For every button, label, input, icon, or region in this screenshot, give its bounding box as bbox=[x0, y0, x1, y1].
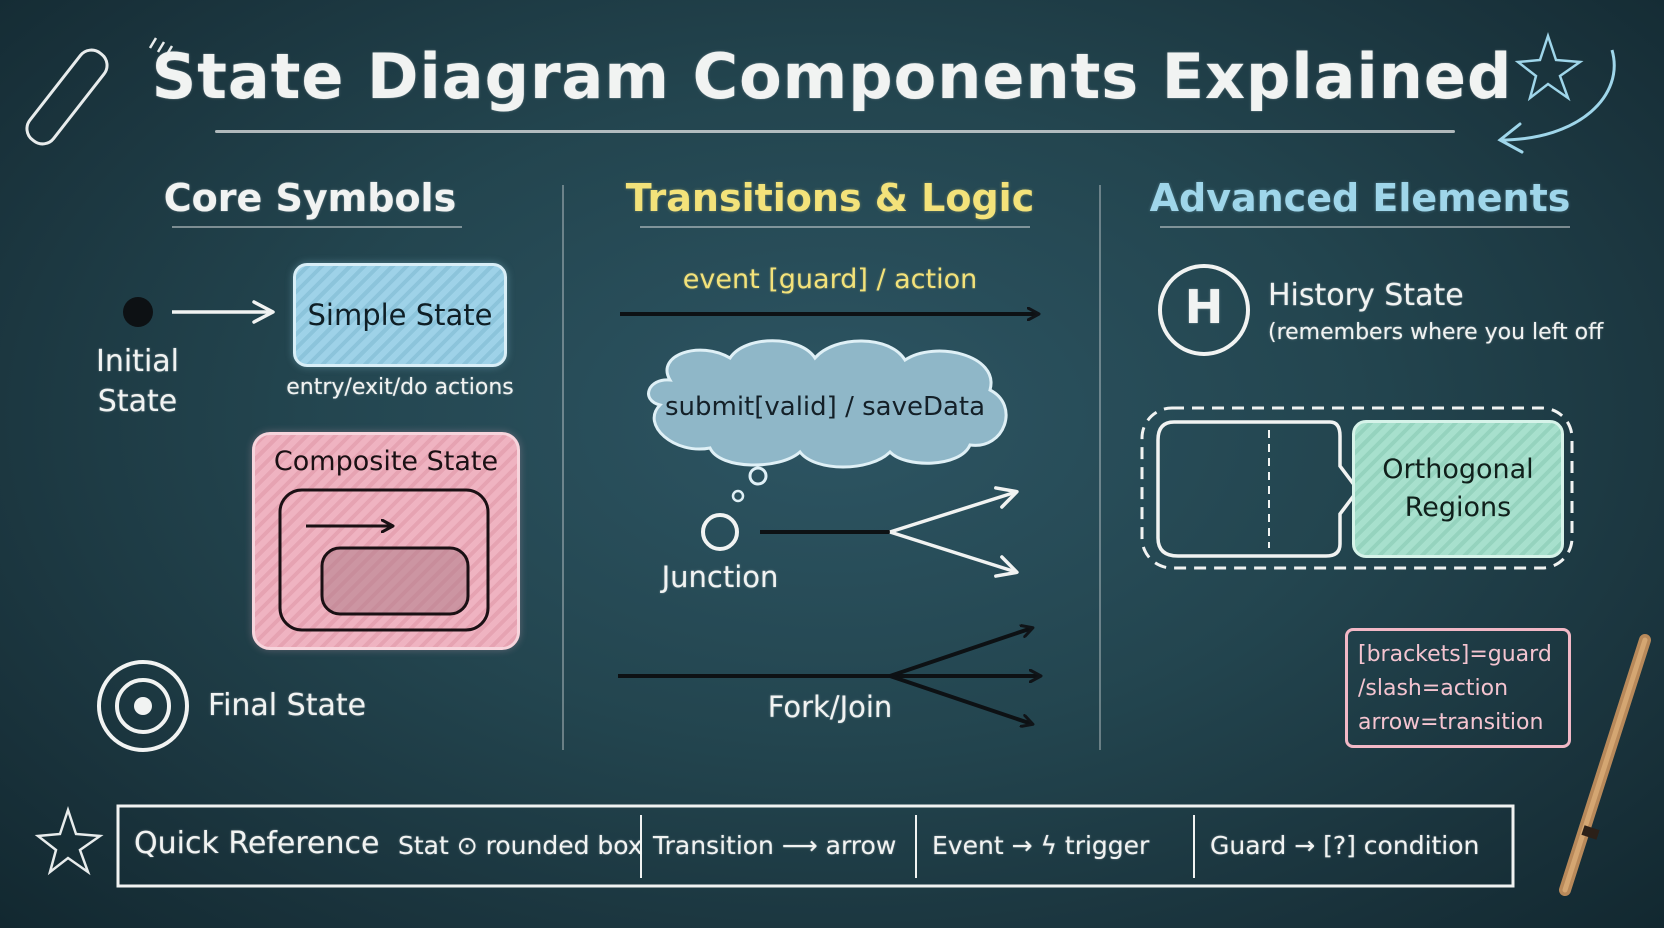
heading-underline bbox=[172, 226, 462, 228]
quick-reference-item: Event → ϟ trigger bbox=[932, 831, 1150, 860]
history-symbol-letter: H bbox=[1184, 280, 1224, 334]
chalk-pencil-icon bbox=[1559, 634, 1651, 896]
curved-arrow-icon bbox=[1497, 49, 1616, 154]
final-state-label: Final State bbox=[208, 688, 367, 723]
initial-state-label: Initial State bbox=[95, 344, 179, 419]
quick-reference-label: Quick Reference bbox=[134, 826, 380, 861]
heading-transitions-logic: Transitions & Logic bbox=[625, 176, 1035, 220]
fork-join-symbol bbox=[618, 628, 1040, 724]
quick-reference-box bbox=[116, 804, 1515, 888]
history-state-note: (remembers where you left off bbox=[1268, 320, 1604, 345]
page-title: State Diagram Components Explained bbox=[151, 40, 1513, 113]
junction-symbol bbox=[701, 513, 739, 551]
fork-join-label: Fork/Join bbox=[767, 690, 893, 724]
orthogonal-regions-symbol bbox=[1140, 406, 1574, 570]
history-state-label: History State bbox=[1268, 278, 1464, 313]
quick-reference-item: Transition ⟶ arrow bbox=[653, 831, 897, 860]
event-guard-action-label: event [guard] / action bbox=[682, 264, 978, 295]
star-icon bbox=[34, 806, 104, 876]
simple-state-label: Simple State bbox=[307, 298, 493, 332]
composite-state-label: Composite State bbox=[273, 446, 499, 477]
title-underline bbox=[215, 130, 1455, 133]
orthogonal-regions-box: Orthogonal Regions bbox=[1352, 420, 1564, 558]
legend-item: arrow=transition bbox=[1358, 710, 1544, 735]
chalk-stick-icon bbox=[25, 37, 174, 146]
simple-state-box: Simple State bbox=[293, 263, 507, 367]
simple-state-note: entry/exit/do actions bbox=[286, 375, 514, 400]
heading-advanced-elements: Advanced Elements bbox=[1149, 176, 1571, 220]
history-state-symbol bbox=[1158, 264, 1250, 356]
junction-label: Junction bbox=[661, 560, 779, 594]
heading-core-symbols: Core Symbols bbox=[163, 176, 457, 220]
cloud-label: submit[valid] / saveData bbox=[664, 392, 986, 422]
notation-legend: [brackets]=guard /slash=action arrow=tra… bbox=[1345, 628, 1571, 748]
orthogonal-regions-label: Orthogonal Regions bbox=[1382, 454, 1534, 523]
final-state-symbol bbox=[97, 660, 189, 752]
thought-cloud bbox=[647, 339, 1008, 503]
legend-item: [brackets]=guard bbox=[1358, 642, 1552, 667]
heading-underline bbox=[1160, 226, 1570, 228]
heading-underline bbox=[640, 226, 1030, 228]
initial-state-dot bbox=[123, 297, 153, 327]
legend-item: /slash=action bbox=[1358, 676, 1509, 701]
quick-reference-item: Guard → [?] condition bbox=[1210, 831, 1480, 860]
star-icon bbox=[1514, 32, 1584, 102]
quick-reference-item: Stat ⊙ rounded box bbox=[398, 831, 643, 860]
